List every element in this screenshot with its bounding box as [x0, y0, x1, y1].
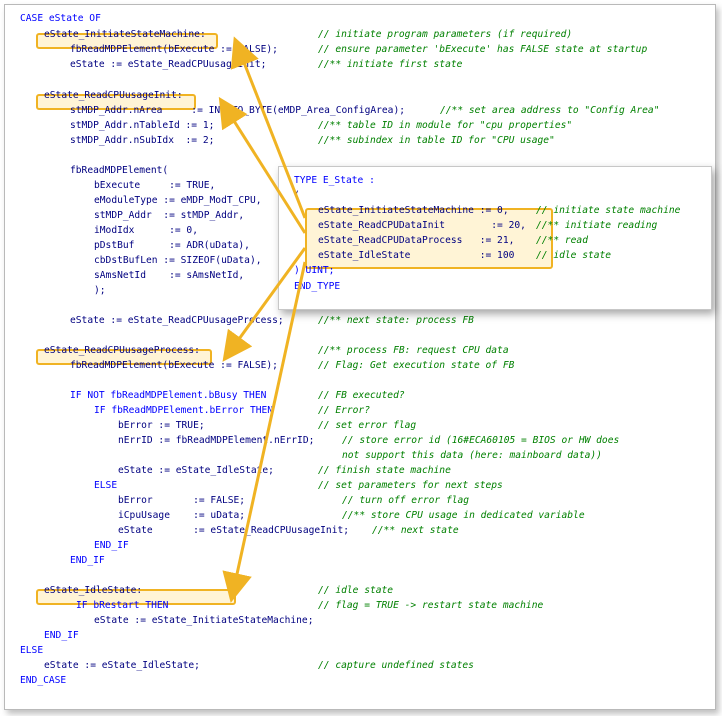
code-line: // flag = TRUE -> restart state machine [318, 600, 544, 611]
code-line: // Flag: Get execution state of FB [318, 360, 515, 371]
code-line: //** store CPU usage in dedicated variab… [342, 510, 585, 521]
type-def-line: // idle state [536, 250, 612, 261]
code-line: //** next state: process FB [318, 315, 474, 326]
type-def-line: END_TYPE [294, 281, 341, 292]
code-line: stMDP_Addr := stMDP_Addr, [94, 210, 245, 221]
type-def-line: TYPE E_State : [294, 175, 375, 186]
code-line: ELSE [94, 480, 118, 491]
type-def-line: //** read [536, 235, 588, 246]
code-line: eState := eState_ReadCPUusageProcess; [70, 315, 284, 326]
code-line: // store error id (16#ECA60105 = BIOS or… [342, 435, 620, 446]
code-line: eState_IdleState: [44, 585, 143, 596]
code-line: //** subindex in table ID for "CPU usage… [318, 135, 555, 146]
code-line: sAmsNetId := sAmsNetId, [94, 270, 245, 281]
type-def-line: eState_ReadCPUDataProcess := 21, [318, 235, 515, 246]
code-line: eState_ReadCPUusageInit: [44, 90, 183, 101]
type-def-line: //** initiate reading [536, 220, 658, 231]
code-line: // set parameters for next steps [318, 480, 503, 491]
code-line: // initiate program parameters (if requi… [318, 29, 573, 40]
code-line: eState := eState_IdleState; [118, 465, 274, 476]
type-def-line: ) UINT; [294, 265, 335, 276]
type-def-line: eState_IdleState := 100 [318, 250, 515, 261]
code-line: //** table ID in module for "cpu propert… [318, 120, 573, 131]
type-def-line: ( [294, 190, 300, 201]
type-def-line: eState_InitiateStateMachine := 0, [318, 205, 509, 216]
code-line: bError := FALSE; [118, 495, 246, 506]
code-line: iModIdx := 0, [94, 225, 198, 236]
code-line: cbDstBufLen := SIZEOF(uData), [94, 255, 262, 266]
code-line: fbReadMDPElement( [70, 165, 169, 176]
code-line: // turn off error flag [342, 495, 470, 506]
code-line: CASE eState OF [20, 13, 101, 24]
code-line: stMDP_Addr.nTableId := 1; [70, 120, 215, 131]
code-line: //** initiate first state [318, 59, 463, 70]
code-line: eState_ReadCPUusageProcess: [44, 345, 200, 356]
type-def-line: // initiate state machine [536, 205, 681, 216]
code-line: not support this data (here: mainboard d… [342, 450, 602, 461]
code-line: // idle state [318, 585, 394, 596]
code-line: //** next state [372, 525, 459, 536]
code-line: eState_InitiateStateMachine: [44, 29, 206, 40]
code-line: END_CASE [20, 675, 67, 686]
code-line: // capture undefined states [318, 660, 474, 671]
highlight-initiate-state [36, 33, 218, 49]
code-line: //** process FB: request CPU data [318, 345, 509, 356]
code-line: ); [94, 285, 106, 296]
type-def-line: eState_ReadCPUDataInit := 20, [318, 220, 526, 231]
code-line: // Error? [318, 405, 370, 416]
code-line: ELSE [20, 645, 44, 656]
code-line: eState := eState_ReadCPUusageInit; [70, 59, 267, 70]
highlight-readcpu-init [36, 94, 196, 110]
code-line: bError := TRUE; [118, 420, 205, 431]
code-line: IF bRestart THEN [76, 600, 169, 611]
highlight-readcpu-process [36, 349, 212, 365]
code-line: // ensure parameter 'bExecute' has FALSE… [318, 44, 648, 55]
highlight-enum-values [305, 208, 553, 269]
code-line: END_IF [44, 630, 79, 641]
code-line: //** set area address to "Config Area" [440, 105, 660, 116]
code-line: // set error flag [318, 420, 417, 431]
type-definition-tooltip [278, 166, 712, 310]
code-line: pDstBuf := ADR(uData), [94, 240, 250, 251]
code-line: bExecute := TRUE, [94, 180, 216, 191]
code-line: stMDP_Addr.nArea := INT_TO_BYTE(eMDP_Are… [70, 105, 406, 116]
code-line: END_IF [94, 540, 129, 551]
code-line: END_IF [70, 555, 105, 566]
code-line: stMDP_Addr.nSubIdx := 2; [70, 135, 215, 146]
code-line: // finish state machine [318, 465, 451, 476]
code-line: eState := eState_IdleState; [44, 660, 200, 671]
code-line: iCpuUsage := uData; [118, 510, 246, 521]
code-line: eState := eState_InitiateStateMachine; [94, 615, 314, 626]
code-line: // FB executed? [318, 390, 405, 401]
